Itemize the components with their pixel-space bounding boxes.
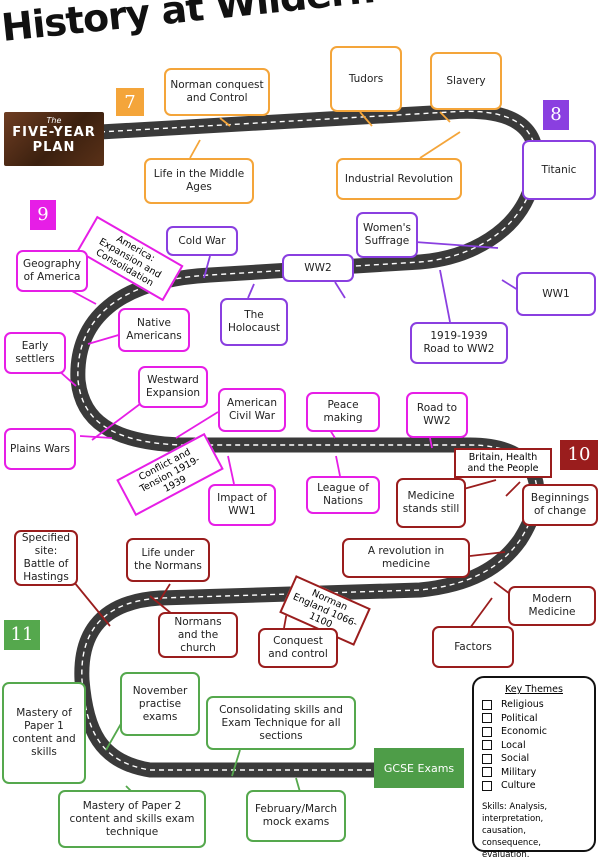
womens-suffrage-box: Women's Suffrage (356, 212, 418, 258)
theme-label: Social (501, 753, 530, 764)
theme-culture[interactable]: Culture (482, 779, 586, 793)
five-year-plan-banner: The FIVE-YEAR PLAN (4, 112, 104, 166)
road-centre-line (77, 110, 538, 771)
skills-text: Skills: Analysis, interpretation, causat… (482, 801, 548, 860)
industrial-revolution-box: Industrial Revolution (336, 158, 462, 200)
road-to-ww2-y9-box: Road to WW2 (406, 392, 468, 438)
normans-church-box: Normans and the church (158, 612, 238, 658)
consolidating-skills-box: Consolidating skills and Exam Technique … (206, 696, 356, 750)
early-settlers-box: Early settlers (4, 332, 66, 374)
specified-site-box: Specified site: Battle of Hastings (14, 530, 78, 586)
checkbox-icon[interactable] (482, 726, 492, 737)
conquest-control-box: Conquest and control (258, 628, 338, 668)
mastery-paper-1-box: Mastery of Paper 1 content and skills (2, 682, 86, 784)
theme-political[interactable]: Political (482, 712, 586, 726)
year-9-badge: 9 (30, 200, 56, 230)
plan-small-text: The (46, 116, 62, 125)
norman-conquest-box: Norman conquest and Control (164, 68, 270, 116)
checkbox-icon[interactable] (482, 699, 492, 710)
modern-medicine-box: Modern Medicine (508, 586, 596, 626)
mastery-paper-2-box: Mastery of Paper 2 content and skills ex… (58, 790, 206, 848)
checkbox-icon[interactable] (482, 753, 492, 764)
impact-ww1-box: Impact of WW1 (208, 484, 276, 526)
slavery-box: Slavery (430, 52, 502, 110)
native-americans-box: Native Americans (118, 308, 190, 352)
plan-line1: FIVE-YEAR (12, 125, 96, 140)
middle-ages-box: Life in the Middle Ages (144, 158, 254, 204)
checkbox-icon[interactable] (482, 740, 492, 751)
medicine-stands-still-box: Medicine stands still (396, 478, 466, 528)
holocaust-box: The Holocaust (220, 298, 288, 346)
checkbox-icon[interactable] (482, 767, 492, 778)
theme-label: Religious (501, 699, 544, 710)
cold-war-box: Cold War (166, 226, 238, 256)
revolution-medicine-box: A revolution in medicine (342, 538, 470, 578)
theme-religious[interactable]: Religious (482, 698, 586, 712)
theme-social[interactable]: Social (482, 752, 586, 766)
beginnings-box: Beginnings of change (522, 484, 598, 526)
year-11-badge: 11 (4, 620, 40, 650)
ww2-box: WW2 (282, 254, 354, 282)
theme-military[interactable]: Military (482, 766, 586, 780)
factors-box: Factors (432, 626, 514, 668)
mock-exams-box: February/March mock exams (246, 790, 346, 842)
theme-label: Culture (501, 780, 536, 791)
checkbox-icon[interactable] (482, 713, 492, 724)
geography-box: Geography of America (16, 250, 88, 292)
key-themes-panel: Key Themes Religious Political Economic … (472, 676, 596, 860)
peace-making-box: Peace making (306, 392, 380, 432)
theme-label: Military (501, 766, 537, 778)
theme-local[interactable]: Local (482, 739, 586, 753)
gcse-exams-banner: GCSE Exams (374, 748, 464, 788)
league-of-nations-box: League of Nations (306, 476, 380, 514)
theme-label: Political (501, 712, 538, 724)
tudors-box: Tudors (330, 46, 402, 112)
ww1-box: WW1 (516, 272, 596, 316)
titanic-box: Titanic (522, 140, 596, 200)
callout-connectors (57, 111, 535, 801)
civil-war-box: American Civil War (218, 388, 286, 432)
theme-label: Economic (501, 726, 547, 737)
health-people-tag: Britain, Health and the People (454, 448, 552, 478)
key-themes-heading: Key Themes (505, 684, 563, 695)
year-10-badge: 10 (560, 440, 598, 470)
road-to-ww2-box: 1919-1939 Road to WW2 (410, 322, 508, 364)
year-7-badge: 7 (116, 88, 144, 116)
plan-line2: PLAN (32, 140, 76, 155)
year-8-badge: 8 (543, 100, 569, 130)
checkbox-icon[interactable] (482, 780, 492, 791)
plains-wars-box: Plains Wars (4, 428, 76, 470)
november-exams-box: November practise exams (120, 672, 200, 736)
theme-economic[interactable]: Economic (482, 725, 586, 739)
theme-label: Local (501, 739, 526, 751)
life-under-normans-box: Life under the Normans (126, 538, 210, 582)
westward-expansion-box: Westward Expansion (138, 366, 208, 408)
